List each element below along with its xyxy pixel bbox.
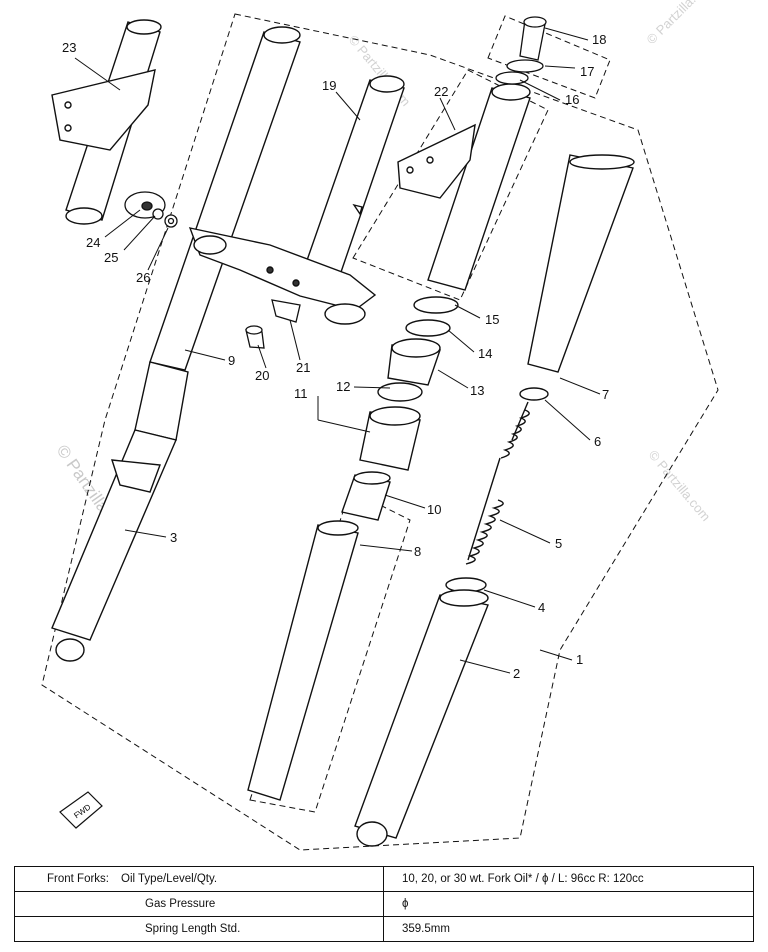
callout-20: 20 <box>255 368 269 383</box>
callout-17: 17 <box>580 64 594 79</box>
callout-19: 19 <box>322 78 336 93</box>
spec-group-label: Front Forks: <box>14 866 115 892</box>
callout-12: 12 <box>336 379 350 394</box>
leader-lines <box>74 27 601 674</box>
callout-5: 5 <box>555 536 562 551</box>
parts-24-25-26-washer-nut <box>124 191 178 228</box>
spec-row: Gas Pressure ϕ <box>14 891 754 917</box>
callout-6: 6 <box>594 434 601 449</box>
cap-bolt-group-outline <box>487 15 611 99</box>
part-triple-clamp <box>188 227 377 325</box>
watermark-top-right: © Partzilla.com <box>644 0 717 47</box>
spec-row: Front Forks: Oil Type/Level/Qty. 10, 20,… <box>14 866 754 892</box>
spec-value: 10, 20, or 30 wt. Fork Oil* / ϕ / L: 96c… <box>383 866 754 892</box>
callout-25: 25 <box>104 250 118 265</box>
spec-group-label <box>14 891 115 917</box>
callout-numbers: 23 24 25 26 19 22 18 17 16 9 20 21 15 14… <box>62 32 609 681</box>
spec-group-label <box>14 916 115 942</box>
callout-18: 18 <box>592 32 606 47</box>
fwd-arrow: FWD <box>59 791 103 829</box>
inner-tube-group-outline <box>249 489 411 813</box>
part-5-6-spring <box>465 387 549 565</box>
callout-8: 8 <box>414 544 421 559</box>
part-7-damper-rod <box>527 154 635 373</box>
spec-row: Spring Length Std. 359.5mm <box>14 916 754 942</box>
parts-20-21-bolt-clamp <box>245 299 301 349</box>
spec-item-label: Gas Pressure <box>115 891 384 917</box>
part-8-10-inner-tube <box>247 471 391 801</box>
parts-11-to-15-seals <box>359 296 459 471</box>
spec-value: ϕ <box>383 891 754 917</box>
callout-7: 7 <box>602 387 609 402</box>
part-3-9-left-fork-leg <box>51 26 301 662</box>
callout-10: 10 <box>427 502 441 517</box>
spec-item-label: Oil Type/Level/Qty. <box>115 866 384 892</box>
spec-value: 359.5mm <box>383 916 754 942</box>
assembly-1-outline <box>41 13 719 851</box>
callout-13: 13 <box>470 383 484 398</box>
callout-23: 23 <box>62 40 76 55</box>
callout-14: 14 <box>478 346 492 361</box>
part-23-upper-tube-bracket <box>51 19 162 225</box>
part-2-4-outer-tube <box>354 577 489 847</box>
callout-16: 16 <box>565 92 579 107</box>
assembly-outlines <box>41 13 719 851</box>
callout-22: 22 <box>434 84 448 99</box>
part-22-upper-tube-bracket <box>397 83 531 291</box>
callout-2: 2 <box>513 666 520 681</box>
callout-26: 26 <box>136 270 150 285</box>
front-fork-exploded-diagram: © Partzilla.com © Partzilla.com © Partzi… <box>41 0 719 851</box>
watermark-right: © Partzilla.com <box>646 447 714 524</box>
callout-1: 1 <box>576 652 583 667</box>
callout-9: 9 <box>228 353 235 368</box>
callout-4: 4 <box>538 600 545 615</box>
callout-3: 3 <box>170 530 177 545</box>
spec-item-label: Spring Length Std. <box>115 916 384 942</box>
callout-15: 15 <box>485 312 499 327</box>
part-19-upper-tube <box>304 75 405 276</box>
callout-24: 24 <box>86 235 100 250</box>
callout-21: 21 <box>296 360 310 375</box>
fork-spec-table: Front Forks: Oil Type/Level/Qty. 10, 20,… <box>14 866 754 942</box>
parts-16-17-18-cap-bolt <box>495 16 547 85</box>
callout-11: 11 <box>294 386 308 401</box>
